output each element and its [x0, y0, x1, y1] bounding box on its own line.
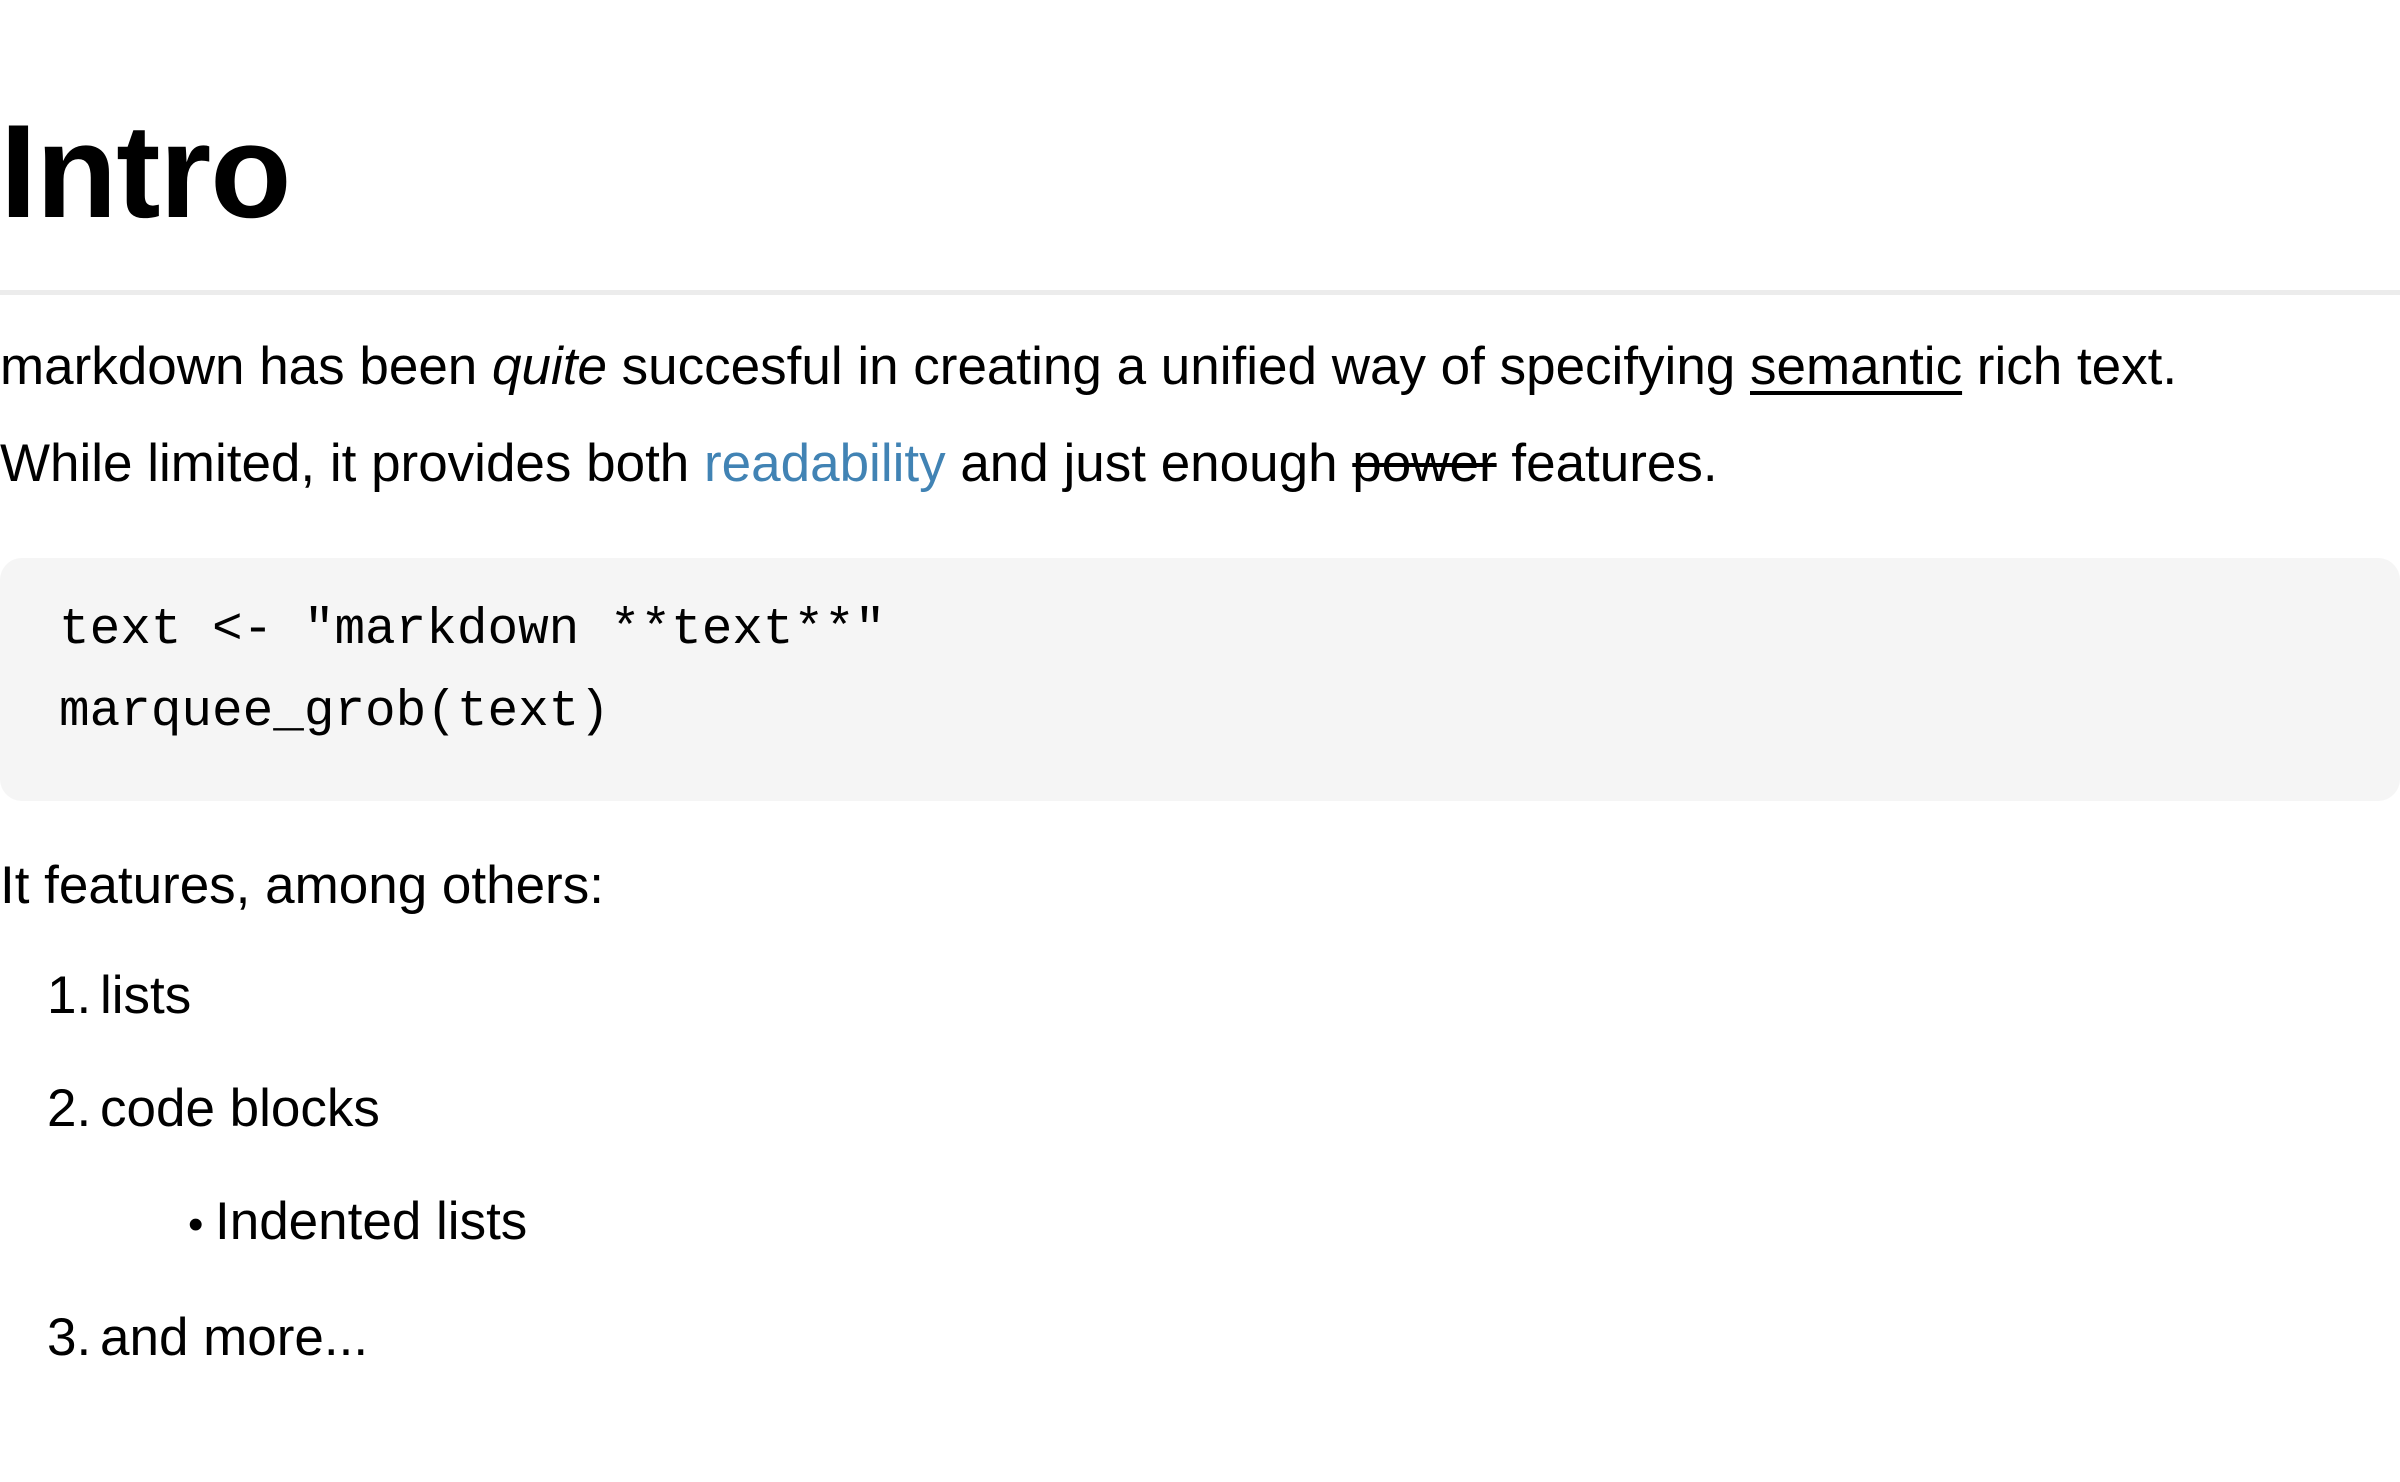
intro-paragraph: markdown has been quite succesful in cre… [0, 318, 2400, 512]
number-marker: 2. [47, 1079, 92, 1138]
list-item: 2.code blocks [0, 1060, 2400, 1157]
italic-text: quite [492, 337, 607, 396]
list-item: •Indented lists [0, 1173, 2400, 1273]
features-intro-text: It features, among others: [0, 856, 604, 915]
list-item-label: lists [100, 966, 192, 1025]
normal-text: features. [1496, 434, 1718, 493]
list-item: 3.and more... [0, 1289, 2400, 1386]
number-marker: 3. [47, 1308, 92, 1367]
readability-link[interactable]: readability [704, 434, 946, 493]
strike-text: power [1352, 434, 1497, 493]
list-item-label: and more... [100, 1308, 369, 1367]
page-title: Intro [0, 98, 291, 246]
normal-text: and just enough [945, 434, 1353, 493]
number-marker: 1. [47, 966, 92, 1025]
list-item-label: Indented lists [215, 1192, 528, 1251]
code-block: text <- "markdown **text**" marquee_grob(… [0, 558, 2400, 801]
normal-text: markdown has been [0, 337, 493, 396]
normal-text: While limited, it provides both [0, 434, 705, 493]
horizontal-rule [0, 290, 2400, 295]
normal-text: succesful in creating a unified way of s… [606, 337, 1750, 396]
code-line: marquee_grob(text) [59, 684, 610, 741]
bullet-marker: • [188, 1200, 204, 1249]
list-item: 1.lists [0, 947, 2400, 1044]
normal-text: rich text. [1962, 337, 2178, 396]
markdown-document: Intro markdown has been quite succesful … [0, 106, 2400, 1482]
list-item-label: code blocks [100, 1079, 380, 1138]
underline-text: semantic [1750, 337, 1963, 396]
code-line: text <- "markdown **text**" [59, 602, 886, 659]
